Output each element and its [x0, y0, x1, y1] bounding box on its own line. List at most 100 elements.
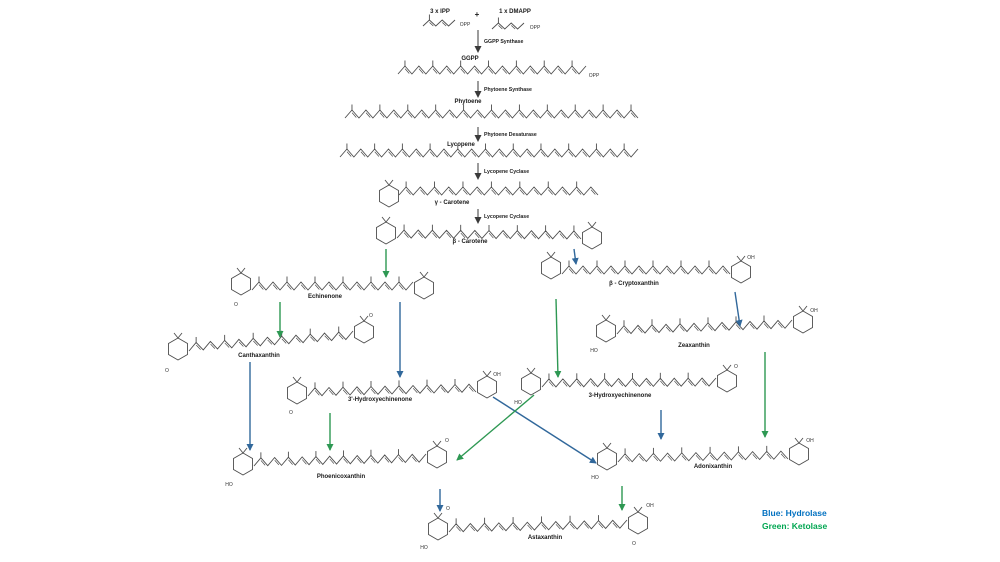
double-bond [624, 456, 630, 462]
double-bond [505, 112, 511, 118]
double-bond [384, 457, 390, 463]
methyl-tick [530, 367, 536, 374]
methyl-tick [605, 314, 611, 321]
double-bond [484, 525, 490, 531]
substituent-label: O [445, 438, 449, 444]
double-bond [405, 189, 411, 195]
double-bond [393, 112, 399, 118]
double-bond [491, 112, 497, 118]
methyl-tick [292, 376, 298, 383]
double-bond [590, 189, 596, 195]
molecule-label-zeaxanthin: Zeaxanthin [678, 343, 710, 349]
double-bond [356, 389, 362, 395]
bond-chain [339, 148, 639, 158]
double-bond [281, 338, 287, 344]
methyl-tick [240, 267, 246, 274]
methyl-tick [740, 255, 746, 262]
double-bond [623, 151, 629, 157]
double-bond [301, 459, 307, 465]
molecule-lycopene: Lycopene [339, 142, 639, 158]
double-bond [582, 151, 588, 157]
double-bond [477, 189, 482, 195]
double-bond [328, 284, 334, 290]
double-bond [780, 453, 786, 459]
double-bond [365, 112, 371, 118]
double-bond [569, 523, 575, 529]
double-bond [752, 454, 758, 460]
double-bond [547, 112, 552, 118]
double-bond [426, 387, 432, 393]
reaction-arrow-beta-cryptoxanthin-to-zeaxanthin [734, 291, 743, 327]
double-bond [651, 327, 657, 333]
ring [414, 276, 434, 300]
double-bond [646, 380, 651, 387]
methyl-tick [236, 267, 242, 274]
double-bond [421, 112, 427, 118]
substituent-label: O [165, 368, 169, 374]
substituent-label: HO [420, 545, 428, 551]
ring [731, 260, 751, 284]
double-bond [379, 112, 385, 118]
double-bond [545, 233, 551, 239]
double-bond [548, 381, 554, 387]
double-bond [460, 232, 466, 239]
methyl-tick [482, 370, 488, 377]
ring [376, 221, 396, 245]
substituent-label: HO [591, 475, 599, 481]
bond-chain [448, 519, 628, 533]
double-bond [517, 233, 522, 239]
substituent-label: OH [646, 503, 654, 509]
double-bond [398, 457, 403, 463]
methyl-tick [384, 179, 390, 186]
methyl-tick [602, 442, 608, 449]
double-bond [589, 112, 594, 118]
methyl-tick [550, 251, 556, 258]
ring [582, 226, 602, 250]
double-bond [548, 189, 553, 195]
double-bond [238, 341, 244, 347]
double-bond [665, 326, 671, 332]
double-bond [370, 457, 376, 463]
double-bond [561, 112, 566, 118]
double-bond [324, 335, 330, 341]
double-bond [442, 22, 447, 27]
ring [477, 375, 497, 399]
double-bond [435, 112, 441, 118]
double-bond [555, 524, 561, 530]
reaction-arrow-beta-carotene-to-beta-cryptoxanthin [571, 248, 579, 265]
methyl-tick [436, 440, 442, 447]
double-bond [559, 233, 565, 239]
double-bond [652, 268, 658, 274]
double-bond [533, 189, 539, 195]
ring [354, 320, 374, 344]
bond-chain [541, 377, 717, 388]
double-bond [286, 284, 292, 290]
double-bond [329, 458, 335, 464]
double-bond [721, 324, 727, 330]
double-bond [342, 389, 348, 395]
double-bond [403, 232, 409, 238]
bond-chain [561, 265, 731, 275]
methyl-tick [238, 447, 244, 454]
ring [596, 319, 616, 343]
double-bond [512, 525, 518, 531]
double-bond [749, 323, 755, 330]
double-bond [544, 68, 549, 74]
double-bond [630, 112, 636, 118]
double-bond [653, 455, 659, 462]
methyl-tick [601, 314, 607, 321]
ring [379, 184, 399, 208]
ring [541, 256, 561, 280]
methyl-tick [726, 364, 732, 371]
molecule-phytoene: Phytoene [344, 99, 639, 119]
methyl-tick [388, 179, 394, 186]
double-bond [338, 334, 344, 340]
double-bond [666, 268, 672, 274]
enzyme-step-4: Lycopene Cyclase [474, 209, 529, 224]
double-bond [531, 233, 537, 239]
molecule-gamma-carotene: γ - Carotene [379, 179, 599, 208]
